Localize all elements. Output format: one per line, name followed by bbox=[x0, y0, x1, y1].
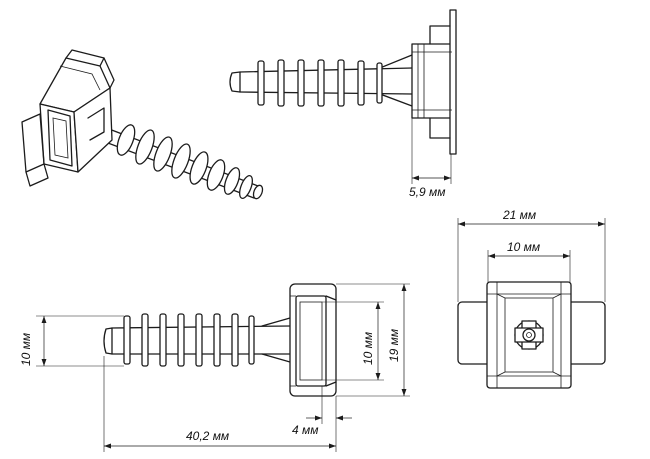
label-slot-width: 10 мм bbox=[507, 240, 540, 254]
side-view-head bbox=[411, 9, 457, 155]
dimension-head-height: 19 мм bbox=[336, 283, 410, 397]
dimension-shank-diameter: 10 мм bbox=[19, 315, 124, 367]
label-total-width: 21 мм bbox=[502, 208, 536, 222]
front-view-head bbox=[289, 283, 337, 397]
isometric-view bbox=[21, 49, 264, 200]
iso-head bbox=[21, 49, 115, 187]
end-view: 21 мм 10 мм bbox=[457, 208, 606, 389]
dimension-total-width: 21 мм bbox=[457, 208, 606, 302]
label-shank-diameter: 10 мм bbox=[19, 333, 33, 366]
label-total-length: 40,2 мм bbox=[186, 429, 229, 443]
dimension-head-depth: 4 мм bbox=[292, 386, 352, 437]
label-slot-height: 10 мм bbox=[361, 332, 375, 365]
label-flange-thickness: 5,9 мм bbox=[409, 185, 445, 199]
front-view: 10 мм 10 мм 19 мм 40,2 мм 4 мм bbox=[19, 283, 410, 452]
side-view: 5,9 мм bbox=[229, 9, 457, 199]
end-view-center-hole bbox=[514, 320, 544, 350]
iso-shank bbox=[91, 123, 264, 200]
front-view-shank bbox=[103, 313, 291, 367]
label-head-height: 19 мм bbox=[387, 329, 401, 362]
dimension-slot-height: 10 мм bbox=[322, 301, 384, 381]
side-view-shank bbox=[229, 54, 413, 107]
label-head-depth: 4 мм bbox=[292, 423, 318, 437]
dimension-flange-thickness: 5,9 мм bbox=[409, 118, 452, 199]
dimension-slot-width: 10 мм bbox=[487, 240, 571, 282]
dimension-total-length: 40,2 мм bbox=[103, 356, 337, 452]
